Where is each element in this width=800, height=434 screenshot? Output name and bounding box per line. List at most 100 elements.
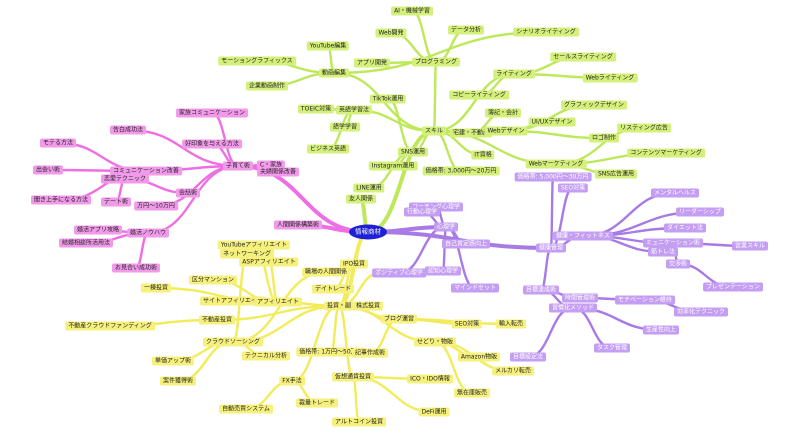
pink-topic-node[interactable]: 結婚相談所活用法 — [58, 238, 114, 248]
yellow-topic-node[interactable]: SEO対策 — [451, 319, 483, 329]
purple-topic-node[interactable]: 目標達成術 — [522, 285, 560, 295]
green-topic-node[interactable]: コピーライティング — [449, 90, 509, 100]
yellow-topic-node[interactable]: FX手法 — [279, 376, 305, 386]
green-topic-node[interactable]: 企業動画制作 — [245, 81, 289, 91]
purple-topic-node[interactable]: リーダーシップ — [676, 207, 724, 217]
green-topic-node[interactable]: SNS広告運用 — [594, 169, 638, 179]
green-topic-node[interactable]: TikTok運用 — [369, 94, 407, 104]
yellow-topic-node[interactable]: クラウドソーシング — [203, 337, 263, 347]
pink-topic-node[interactable]: 聞き上手になる方法 — [30, 195, 92, 205]
green-topic-node[interactable]: 価格帯: 3,000円〜20万円 — [422, 166, 500, 176]
yellow-topic-node[interactable]: 記事作成術 — [351, 348, 389, 358]
pink-topic-node[interactable]: 万円〜10万円 — [134, 201, 178, 211]
pink-topic-node[interactable]: 告白成功法 — [109, 125, 147, 135]
purple-topic-node[interactable]: 認知心理学 — [424, 266, 462, 276]
purple-topic-node[interactable]: 習慣化メソッド — [548, 303, 598, 313]
purple-topic-node[interactable]: SEO対策 — [557, 183, 589, 193]
green-topic-node[interactable]: SNS運用 — [397, 147, 429, 157]
yellow-topic-node[interactable]: 一棟投資 — [140, 283, 172, 293]
purple-topic-node[interactable]: タスク管理 — [593, 343, 631, 353]
pink-topic-node[interactable]: 出会い術 — [32, 165, 64, 175]
purple-topic-node[interactable]: 営業スキル — [731, 241, 769, 251]
purple-topic-node[interactable]: コーチング心理学 — [408, 202, 464, 212]
green-topic-node[interactable]: 動画編集 — [318, 68, 350, 78]
yellow-topic-node[interactable]: 投資・副 — [323, 301, 355, 311]
purple-topic-node[interactable]: 健康管理 — [535, 243, 567, 253]
purple-topic-node[interactable]: 目標設定法 — [509, 352, 547, 362]
green-topic-node[interactable]: グラフィックデザイン — [561, 100, 627, 110]
green-topic-node[interactable]: モーショングラフィックス — [218, 56, 296, 66]
green-topic-node[interactable]: Webマーケティング — [525, 159, 587, 169]
pink-topic-node[interactable]: 家族コミュニケーション — [176, 108, 248, 118]
yellow-topic-node[interactable]: ブログ運営 — [380, 314, 418, 324]
green-topic-node[interactable]: 英語学習法 — [335, 105, 373, 115]
yellow-topic-node[interactable]: DeFi運用 — [418, 407, 450, 417]
yellow-topic-node[interactable]: 案件獲得術 — [159, 376, 197, 386]
green-topic-node[interactable]: ライティング — [493, 69, 535, 79]
central-topic-node[interactable]: 情報商材 — [349, 224, 387, 240]
yellow-topic-node[interactable]: ICO・IDO情報 — [407, 374, 453, 384]
yellow-topic-node[interactable]: 単価アップ術 — [151, 356, 195, 366]
green-topic-node[interactable]: 宅建・不動産 — [449, 128, 493, 138]
green-topic-node[interactable]: LINE運用 — [353, 183, 385, 193]
pink-topic-node[interactable]: 婚活アプリ攻略 — [73, 225, 123, 235]
pink-topic-node[interactable]: 婚活ノウハウ — [126, 228, 170, 238]
yellow-topic-node[interactable]: 自動売買システム — [219, 404, 273, 414]
green-topic-node[interactable]: 語学学習 — [329, 122, 361, 132]
yellow-topic-node[interactable]: 価格帯: 1万円〜50万円 — [296, 347, 366, 357]
yellow-topic-node[interactable]: メルカリ転売 — [492, 366, 534, 376]
green-topic-node[interactable]: プログラミング — [411, 57, 461, 67]
yellow-topic-node[interactable]: 輸入転売 — [495, 319, 527, 329]
yellow-topic-node[interactable]: 裁量トレード — [295, 398, 339, 408]
yellow-topic-node[interactable]: アフィリエイト — [254, 297, 302, 307]
yellow-topic-node[interactable]: テクニカル分析 — [241, 351, 291, 361]
purple-topic-node[interactable]: 価格帯: 5,000円〜30万円 — [514, 172, 592, 182]
purple-topic-node[interactable]: ダイエット法 — [664, 223, 706, 233]
pink-topic-node[interactable]: 子育て術 — [222, 161, 254, 171]
yellow-topic-node[interactable]: YouTubeアフィリエイト — [217, 240, 291, 250]
purple-topic-node[interactable]: モチベーション維持 — [615, 295, 675, 305]
purple-topic-node[interactable]: メンタルヘルス — [650, 188, 700, 198]
yellow-topic-node[interactable]: 不動産投資 — [198, 315, 236, 325]
purple-topic-node[interactable]: 時間管理術 — [561, 293, 599, 303]
green-topic-node[interactable]: 簿記・会計 — [484, 108, 522, 118]
purple-topic-node[interactable]: ポジティブ心理学 — [372, 268, 426, 278]
green-topic-node[interactable]: ロゴ制作 — [588, 133, 620, 143]
pink-topic-node[interactable]: 好印象を与える方法 — [182, 139, 242, 149]
yellow-topic-node[interactable]: 区分マンション — [188, 275, 238, 285]
green-topic-node[interactable]: シナリオライティング — [513, 27, 579, 37]
yellow-topic-node[interactable]: IPO投資 — [339, 259, 369, 269]
yellow-topic-node[interactable]: 不動産クラウドファンディング — [65, 321, 155, 331]
pink-topic-node[interactable]: デート術 — [100, 197, 132, 207]
purple-topic-node[interactable]: 生産性向上 — [642, 325, 680, 335]
yellow-topic-node[interactable]: Amazon物販 — [457, 352, 501, 362]
green-topic-node[interactable]: YouTube編集 — [306, 41, 350, 51]
green-topic-node[interactable]: UI/UXデザイン — [528, 117, 576, 127]
purple-topic-node[interactable]: 行動心理学 — [403, 207, 441, 217]
purple-topic-node[interactable]: 筋トレ法 — [647, 247, 679, 257]
green-topic-node[interactable]: Instagram運用 — [368, 161, 418, 171]
yellow-topic-node[interactable]: デイトレード — [311, 284, 355, 294]
yellow-topic-node[interactable]: 株式投資 — [352, 301, 384, 311]
pink-topic-node[interactable]: 恋愛テクニック — [100, 174, 150, 184]
pink-topic-node[interactable]: 夫婦関係改善 — [256, 167, 300, 177]
purple-topic-node[interactable]: 健康・フィットネス — [553, 231, 613, 241]
green-topic-node[interactable]: ビジネス英語 — [306, 144, 350, 154]
green-topic-node[interactable]: アプリ開発 — [353, 58, 391, 68]
green-topic-node[interactable]: セールスライティング — [550, 52, 616, 62]
green-topic-node[interactable]: IT資格 — [471, 150, 495, 160]
purple-topic-node[interactable]: ミュニケーション術 — [643, 238, 703, 248]
yellow-topic-node[interactable]: ネットワーキング — [220, 249, 274, 259]
green-topic-node[interactable]: コンテンツマーケティング — [627, 148, 705, 158]
yellow-topic-node[interactable]: アルトコイン投資 — [332, 417, 386, 427]
purple-topic-node[interactable]: マインドセット — [450, 283, 500, 293]
pink-topic-node[interactable]: コミュニケーション改善 — [110, 166, 182, 176]
green-topic-node[interactable]: TOEIC対策 — [297, 104, 335, 114]
green-topic-node[interactable]: Webデザイン — [484, 126, 528, 136]
pink-topic-node[interactable]: 会話術 — [175, 188, 201, 198]
pink-topic-node[interactable]: 人間関係構築術 — [273, 220, 323, 230]
yellow-topic-node[interactable]: 無在庫販売 — [453, 388, 491, 398]
yellow-topic-node[interactable]: 仮想通貨投資 — [331, 372, 375, 382]
yellow-topic-node[interactable]: せどり・物販 — [413, 337, 457, 347]
pink-topic-node[interactable]: お見合い成功術 — [111, 263, 161, 273]
